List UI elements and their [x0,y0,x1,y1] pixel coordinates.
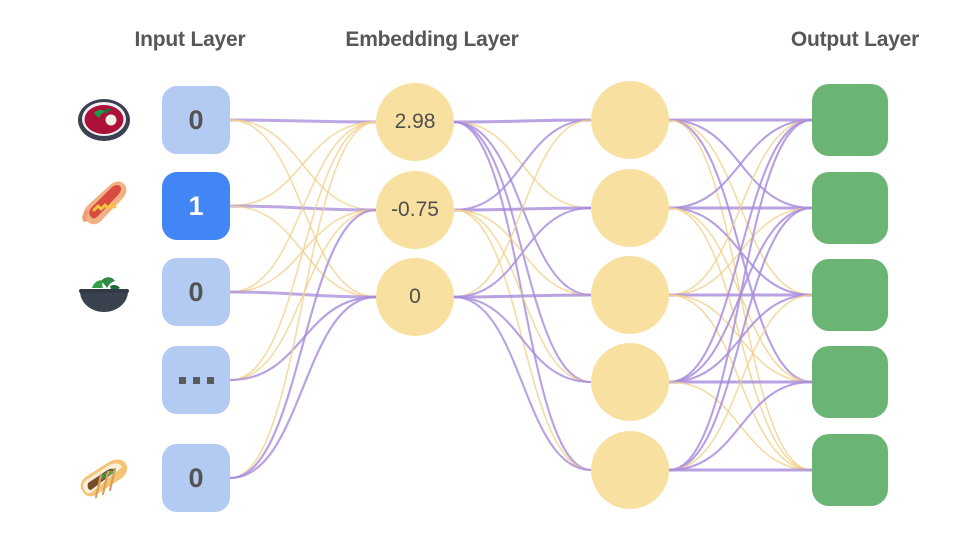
edge [229,121,377,207]
embedding-node[interactable]: 2.98 [376,83,454,161]
edge [668,294,813,471]
edge [668,118,813,210]
burrito-icon [74,448,134,508]
embedding-layer-title: Embedding Layer [345,28,519,51]
edge [453,206,592,299]
edge [453,295,592,384]
output-layer-title: Output Layer [790,28,920,51]
input-cell-value: 0 [188,104,204,135]
hidden-node[interactable] [591,431,669,509]
edge [229,118,377,124]
input-cell-value: 1 [188,190,204,221]
edge [453,118,592,124]
hidden-node[interactable] [591,343,669,421]
edge [668,118,813,384]
edge [229,208,377,480]
input-cell[interactable]: 0 [162,444,230,512]
embedding-node[interactable]: 0 [376,258,454,336]
embedding-node-value: -0.75 [391,198,439,221]
edge [229,295,377,382]
stew-bowl-icon [74,90,134,150]
input-cell[interactable]: 0 [162,258,230,326]
output-cell[interactable] [812,172,888,244]
edge [229,121,377,293]
embedding-node-value: 2.98 [394,110,436,133]
edge [668,119,813,296]
input-cell-value: 0 [188,276,204,307]
hidden-node[interactable] [591,81,669,159]
input-cell-ellipsis[interactable] [162,346,230,414]
edge [453,295,592,472]
embedding-node[interactable]: -0.75 [376,171,454,249]
edge [668,206,813,472]
hidden-node[interactable] [591,256,669,334]
edge [229,295,377,480]
input-layer-title: Input Layer [134,28,246,51]
input-cell[interactable]: 1 [162,172,230,240]
output-cell[interactable] [812,84,888,156]
edge [453,293,592,299]
edge [229,121,377,381]
edge [229,209,377,381]
input-cell-value: 0 [188,462,204,493]
input-cell[interactable]: 0 [162,86,230,154]
salad-bowl-icon [74,262,134,322]
ellipsis-icon [178,376,214,384]
hot-dog-icon [74,176,134,236]
output-cell[interactable] [812,259,888,331]
hidden-node[interactable] [591,169,669,247]
edge [453,118,592,212]
embedding-node-value: 0 [409,285,421,308]
edge [668,380,813,472]
edge [453,119,592,298]
output-cell[interactable] [812,346,888,418]
edge [229,121,377,479]
edge [668,118,813,472]
output-cell[interactable] [812,434,888,506]
